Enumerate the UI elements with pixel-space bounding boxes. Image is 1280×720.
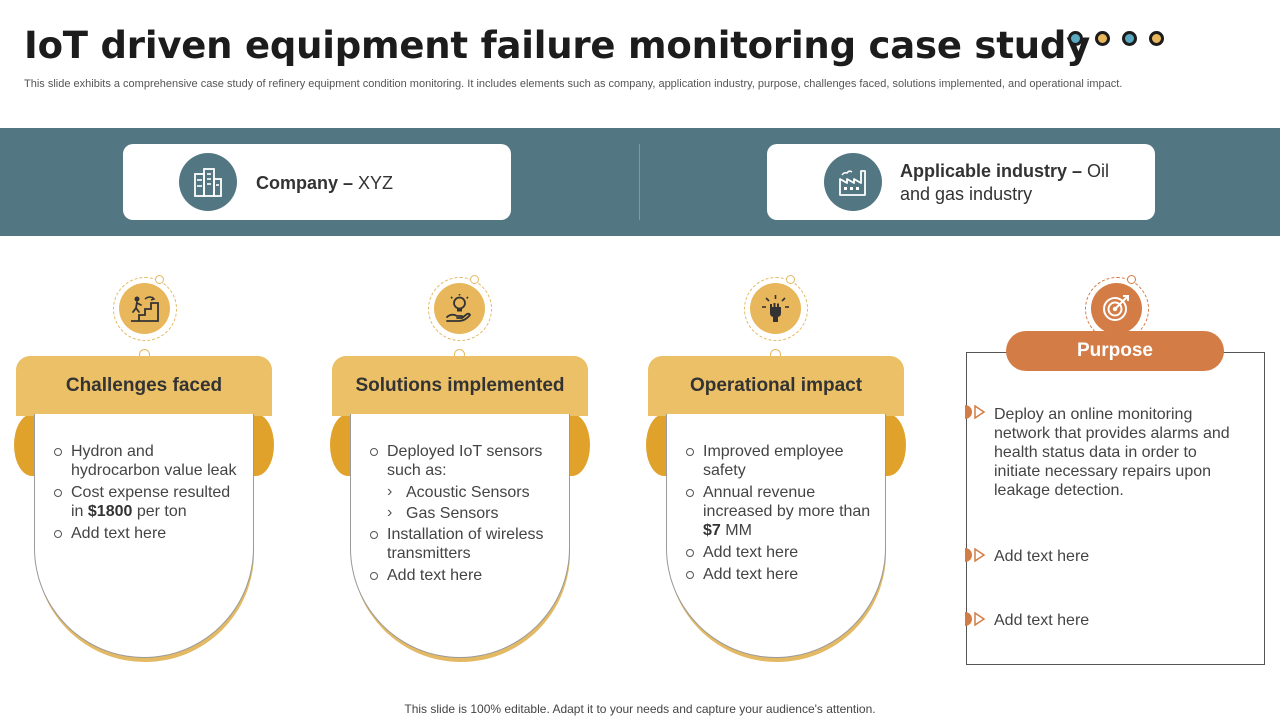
purpose-item: Add text here — [994, 548, 1090, 565]
dot-3 — [1122, 31, 1137, 46]
purpose-title: Purpose — [1006, 331, 1224, 371]
factory-icon — [824, 153, 882, 211]
decorative-dots — [1068, 31, 1164, 46]
company-text: Company – XYZ — [256, 173, 394, 193]
impact-icon-ring — [744, 275, 808, 341]
solutions-header: Solutions implemented — [332, 356, 588, 416]
list-item: Deployed IoT sensors such as: — [370, 442, 557, 480]
dot-4 — [1149, 31, 1164, 46]
solutions-list: Deployed IoT sensors such as: Acoustic S… — [370, 442, 557, 588]
lightbulb-hand-icon — [434, 283, 485, 334]
company-card: Company – XYZ — [123, 144, 511, 220]
ring-dot — [470, 275, 479, 284]
band-divider — [639, 144, 640, 220]
ring-dot — [155, 275, 164, 284]
slide-footer: This slide is 100% editable. Adapt it to… — [404, 702, 876, 716]
list-item: Improved employee safety — [686, 442, 873, 480]
fist-burst-icon — [750, 283, 801, 334]
stairs-climb-icon — [119, 283, 170, 334]
impact-list: Improved employee safety Annual revenue … — [686, 442, 873, 587]
solutions-body: Deployed IoT sensors such as: Acoustic S… — [350, 414, 570, 658]
triangle-marker-icon — [965, 405, 986, 419]
challenges-header: Challenges faced — [16, 356, 272, 416]
list-item: Add text here — [370, 566, 557, 585]
ring-dot — [1127, 275, 1136, 284]
purpose-item: Add text here — [994, 612, 1090, 629]
impact-header: Operational impact — [648, 356, 904, 416]
list-item: Add text here — [686, 543, 873, 562]
slide-subtitle: This slide exhibits a comprehensive case… — [24, 78, 1123, 90]
list-subitem: Gas Sensors — [387, 503, 557, 523]
purpose-item: Deploy an online monitoring network that… — [994, 406, 1230, 499]
target-icon — [1091, 283, 1142, 334]
triangle-marker-icon — [965, 548, 986, 562]
list-subitem: Acoustic Sensors — [387, 482, 557, 502]
list-item: Annual revenue increased by more than $7… — [686, 483, 873, 540]
dot-2 — [1095, 31, 1110, 46]
purpose-icon-ring — [1085, 275, 1149, 341]
challenges-icon-ring — [113, 275, 177, 341]
list-item: Hydron and hydrocarbon value leak — [54, 442, 241, 480]
ring-dot — [786, 275, 795, 284]
challenges-list: Hydron and hydrocarbon value leak Cost e… — [54, 442, 241, 546]
slide-title: IoT driven equipment failure monitoring … — [24, 24, 1091, 67]
solutions-icon-ring — [428, 275, 492, 341]
challenges-body: Hydron and hydrocarbon value leak Cost e… — [34, 414, 254, 658]
list-item: Add text here — [686, 565, 873, 584]
purpose-box — [966, 352, 1265, 665]
triangle-marker-icon — [965, 612, 986, 626]
list-item: Add text here — [54, 524, 241, 543]
solutions-card: Solutions implemented Deployed IoT senso… — [330, 356, 590, 666]
challenges-card: Challenges faced Hydron and hydrocarbon … — [14, 356, 274, 666]
impact-card: Operational impact Improved employee saf… — [646, 356, 906, 666]
buildings-icon — [179, 153, 237, 211]
list-item: Installation of wireless transmitters — [370, 525, 557, 563]
dot-1 — [1068, 31, 1083, 46]
impact-body: Improved employee safety Annual revenue … — [666, 414, 886, 658]
list-item: Cost expense resulted in $1800 per ton — [54, 483, 241, 521]
